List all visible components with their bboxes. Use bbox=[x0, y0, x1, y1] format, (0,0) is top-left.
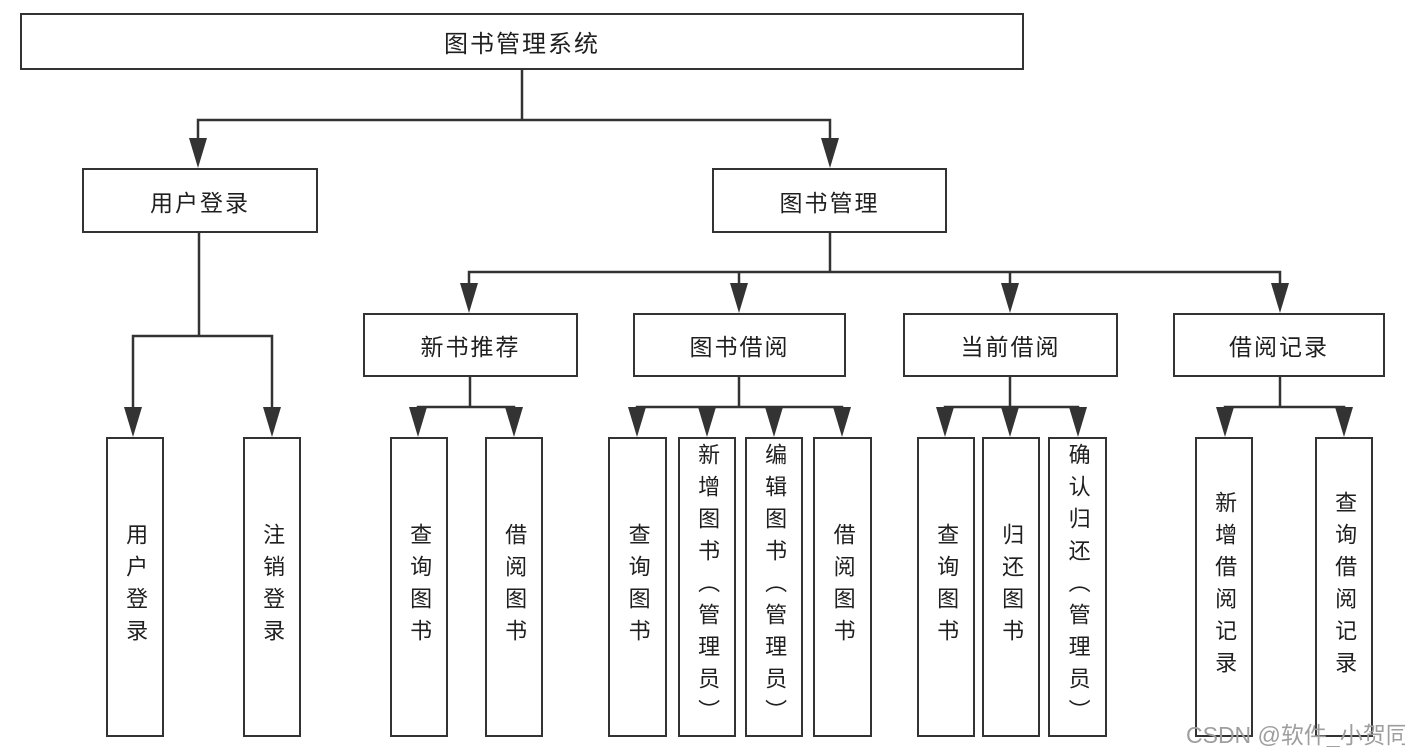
node-book-borrow: 图书借阅 bbox=[633, 313, 846, 377]
node-user-login: 用户登录 bbox=[82, 168, 318, 233]
leaf-user-login-label: 用户登录 bbox=[123, 523, 149, 651]
leaf-add-borrow-record: 新增借阅记录 bbox=[1195, 437, 1253, 737]
node-book-management-label: 图书管理 bbox=[779, 189, 880, 216]
node-book-management: 图书管理 bbox=[712, 168, 947, 233]
node-new-book-recommend: 新书推荐 bbox=[363, 313, 578, 377]
leaf-query-book-borrow: 查询图书 bbox=[608, 437, 667, 737]
leaf-return-book-label: 归还图书 bbox=[999, 523, 1025, 651]
leaf-query-borrow-record-label: 查询借阅记录 bbox=[1332, 491, 1358, 683]
leaf-borrow-book-recommend: 借阅图书 bbox=[485, 437, 543, 737]
node-current-borrow: 当前借阅 bbox=[903, 313, 1118, 377]
leaf-add-book-admin: 新增图书（管理员） bbox=[678, 437, 736, 737]
leaf-query-book-current-label: 查询图书 bbox=[934, 523, 960, 651]
node-root-label: 图书管理系统 bbox=[444, 31, 600, 58]
node-new-book-recommend-label: 新书推荐 bbox=[420, 334, 521, 360]
leaf-edit-book-admin-label: 编辑图书（管理员） bbox=[762, 443, 788, 731]
node-current-borrow-label: 当前借阅 bbox=[960, 334, 1061, 360]
node-borrow-records: 借阅记录 bbox=[1173, 313, 1385, 377]
node-book-borrow-label: 图书借阅 bbox=[689, 334, 790, 360]
leaf-query-book-borrow-label: 查询图书 bbox=[625, 523, 651, 651]
leaf-add-borrow-record-label: 新增借阅记录 bbox=[1212, 491, 1238, 683]
leaf-query-borrow-record: 查询借阅记录 bbox=[1315, 437, 1373, 737]
leaf-query-book-recommend: 查询图书 bbox=[390, 437, 448, 737]
leaf-borrow-book: 借阅图书 bbox=[813, 437, 872, 737]
leaf-edit-book-admin: 编辑图书（管理员） bbox=[745, 437, 803, 737]
leaf-logout-label: 注销登录 bbox=[260, 523, 286, 651]
arrowhead-icons bbox=[124, 138, 1353, 437]
leaf-user-login: 用户登录 bbox=[106, 437, 164, 737]
csdn-watermark: CSDN @软件_小贺同学 bbox=[1186, 722, 1405, 747]
leaf-add-book-admin-label: 新增图书（管理员） bbox=[695, 443, 721, 731]
leaf-query-book-current: 查询图书 bbox=[917, 437, 975, 737]
node-root: 图书管理系统 bbox=[20, 13, 1024, 70]
node-user-login-label: 用户登录 bbox=[150, 189, 250, 216]
leaf-logout: 注销登录 bbox=[243, 437, 301, 737]
leaf-confirm-return-admin: 确认归还（管理员） bbox=[1048, 437, 1107, 737]
leaf-query-book-recommend-label: 查询图书 bbox=[407, 523, 433, 651]
leaf-borrow-book-recommend-label: 借阅图书 bbox=[502, 523, 528, 651]
node-borrow-records-label: 借阅记录 bbox=[1229, 334, 1329, 360]
leaf-return-book: 归还图书 bbox=[982, 437, 1040, 737]
leaf-borrow-book-label: 借阅图书 bbox=[830, 523, 856, 651]
leaf-confirm-return-admin-label: 确认归还（管理员） bbox=[1065, 443, 1091, 731]
